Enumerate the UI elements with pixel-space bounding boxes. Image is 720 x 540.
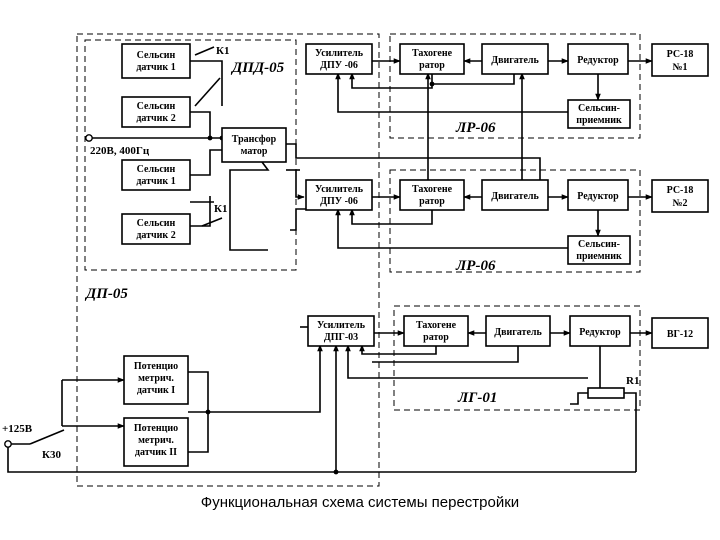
group-label-dp: ДП-05: [84, 286, 128, 302]
block-amplifier-2: [305, 179, 373, 211]
svg-text:ВГ-12: ВГ-12: [667, 329, 693, 340]
block-vg12: [651, 317, 709, 349]
block-selsyn-receiver-1: [567, 99, 631, 129]
block-motor-1: [481, 43, 549, 75]
block-tacho-1: [399, 43, 465, 75]
group-frame-lr1: [389, 33, 641, 139]
label-k1-top: К1: [216, 45, 229, 57]
group-frame-lg: [393, 305, 641, 411]
plus125-terminal: [4, 440, 12, 448]
block-potentiometer-1: [123, 355, 189, 405]
svg-text:Двигатель: Двигатель: [491, 191, 539, 202]
group-label-dpd: ДПД-05: [230, 60, 285, 76]
label-power-supply: 220В, 400Гц: [90, 145, 150, 157]
group-frame-dp: [76, 33, 380, 487]
block-reducer-1: [567, 43, 629, 75]
block-selsyn-receiver-2: [567, 235, 631, 265]
connection-lines: [7, 46, 653, 473]
label-plus125v: +125В: [2, 423, 33, 435]
svg-text:Редуктор: Редуктор: [577, 55, 619, 66]
group-label-lg: ЛГ-01: [457, 390, 497, 406]
svg-text:Двигатель: Двигатель: [491, 55, 539, 66]
block-tacho-3: [403, 315, 469, 347]
block-tacho-2: [399, 179, 465, 211]
block-motor-2: [481, 179, 549, 211]
block-transformer: [221, 127, 287, 163]
svg-text:Сельсин-приемник: Сельсин-приемник: [576, 239, 622, 262]
block-selsyn-sensor-1b: [121, 159, 191, 191]
svg-text:Редуктор: Редуктор: [579, 327, 621, 338]
block-potentiometer-2: [123, 417, 189, 467]
block-amplifier-1: [305, 43, 373, 75]
block-selsyn-sensor-1a: [121, 43, 191, 79]
group-label-lr1: ЛР-06: [455, 120, 496, 136]
figure-caption: Функциональная схема системы перестройки: [200, 494, 520, 511]
blocks: [121, 43, 709, 467]
block-reducer-3: [569, 315, 631, 347]
block-selsyn-sensor-2b: [121, 213, 191, 245]
label-r1: R1: [626, 375, 639, 387]
group-frame-lr2: [389, 169, 641, 273]
label-k30: К30: [42, 449, 61, 461]
label-k1-bottom: К1: [214, 203, 227, 215]
block-amplifier-3: [307, 315, 375, 347]
block-rs18-2: [651, 179, 709, 213]
block-rs18-1: [651, 43, 709, 77]
group-label-lr2: ЛР-06: [455, 258, 496, 274]
svg-text:Редуктор: Редуктор: [577, 191, 619, 202]
svg-text:Двигатель: Двигатель: [494, 327, 542, 338]
svg-text:Сельсин-приемник: Сельсин-приемник: [576, 103, 622, 126]
power-terminal: [85, 134, 93, 142]
block-selsyn-sensor-2a: [121, 96, 191, 128]
block-reducer-2: [567, 179, 629, 211]
block-motor-3: [485, 315, 551, 347]
